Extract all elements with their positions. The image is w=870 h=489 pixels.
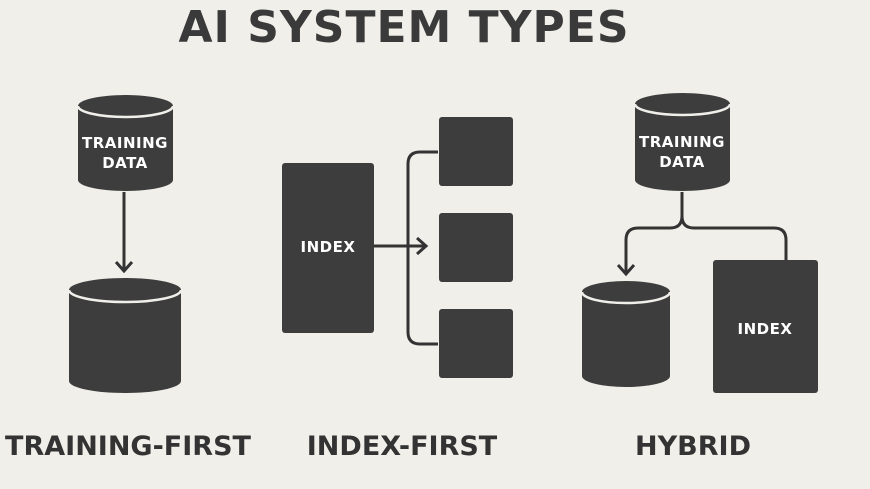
- hybrid-panel: TRAINING DATA INDEX HYBRID: [580, 93, 818, 462]
- diagram-title: AI SYSTEM TYPES: [178, 2, 629, 53]
- model-cylinder: [67, 278, 183, 393]
- output-box-top: [439, 117, 513, 186]
- hybrid-training-data-label-line1: TRAINING: [639, 133, 725, 151]
- hybrid-branch-connectors: [616, 192, 788, 277]
- hybrid-training-data-label-line2: DATA: [659, 153, 705, 171]
- training-data-label-line2: DATA: [102, 154, 148, 172]
- hybrid-index-block: [713, 260, 818, 393]
- training-data-label-line1: TRAINING: [82, 134, 168, 152]
- hybrid-model-cylinder: [580, 281, 672, 387]
- hybrid-caption: HYBRID: [635, 431, 751, 462]
- hybrid-training-data-cylinder: [633, 93, 732, 191]
- index-first-panel: INDEX INDEX-FIRST: [282, 117, 513, 462]
- training-data-cylinder: [76, 95, 175, 191]
- down-arrow: [114, 192, 134, 274]
- hybrid-index-label: INDEX: [738, 320, 793, 338]
- index-block: [282, 163, 374, 333]
- index-first-caption: INDEX-FIRST: [307, 431, 498, 462]
- index-block-label: INDEX: [301, 238, 356, 256]
- training-first-panel: TRAINING DATA TRAINING-FIRST: [5, 95, 252, 462]
- training-first-caption: TRAINING-FIRST: [5, 431, 251, 462]
- output-box-middle: [439, 213, 513, 282]
- output-box-bottom: [439, 309, 513, 378]
- branch-connectors: [374, 150, 438, 346]
